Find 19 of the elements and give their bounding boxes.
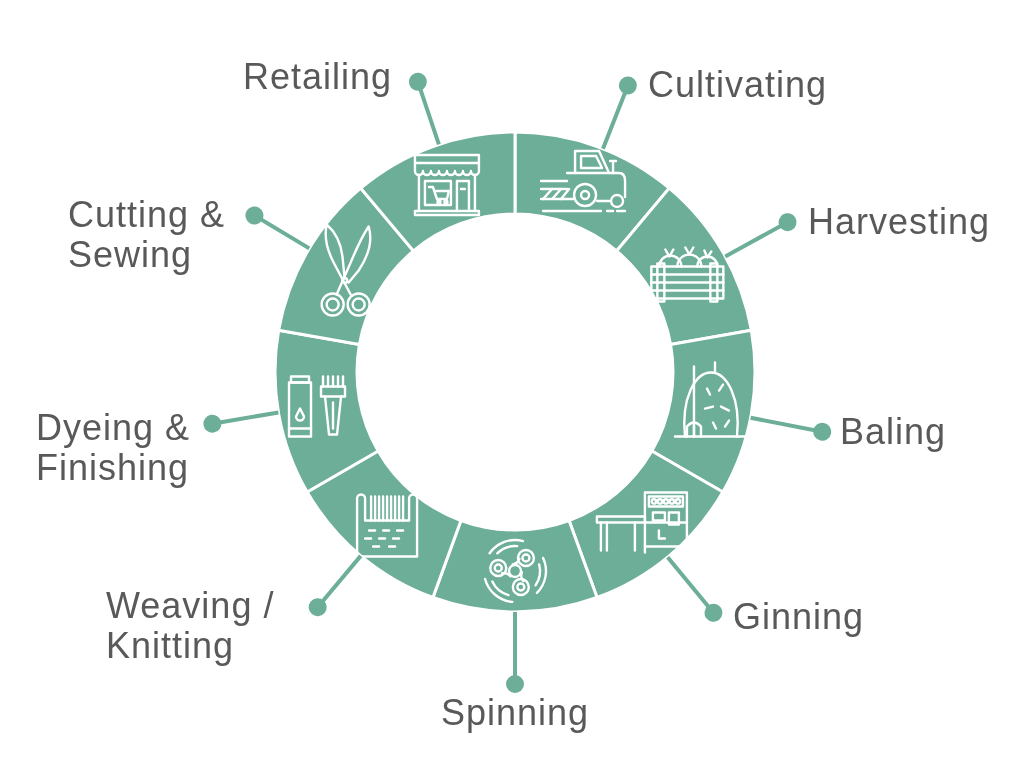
leader-line (750, 415, 832, 441)
leader-line (245, 206, 311, 251)
stage-label: Spinning (440, 693, 590, 733)
leader-line (666, 555, 723, 622)
stage-label: Ginning (733, 597, 865, 637)
stage-label: Cutting & Sewing (68, 195, 227, 275)
leader-line (724, 213, 797, 259)
leader-line (308, 554, 363, 617)
leader-line (506, 612, 524, 693)
leader-line (601, 76, 637, 150)
leader-line (408, 72, 441, 146)
ring-segment (359, 130, 517, 253)
stage-label: Harvesting (808, 202, 991, 242)
stage-label: Baling (840, 412, 947, 452)
stage-label: Dyeing & Finishing (36, 408, 192, 488)
stage-label: Weaving / Knitting (106, 586, 276, 666)
stage-label: Retailing (242, 57, 392, 97)
leader-line (203, 410, 279, 433)
stage-label: Cultivating (648, 65, 828, 105)
